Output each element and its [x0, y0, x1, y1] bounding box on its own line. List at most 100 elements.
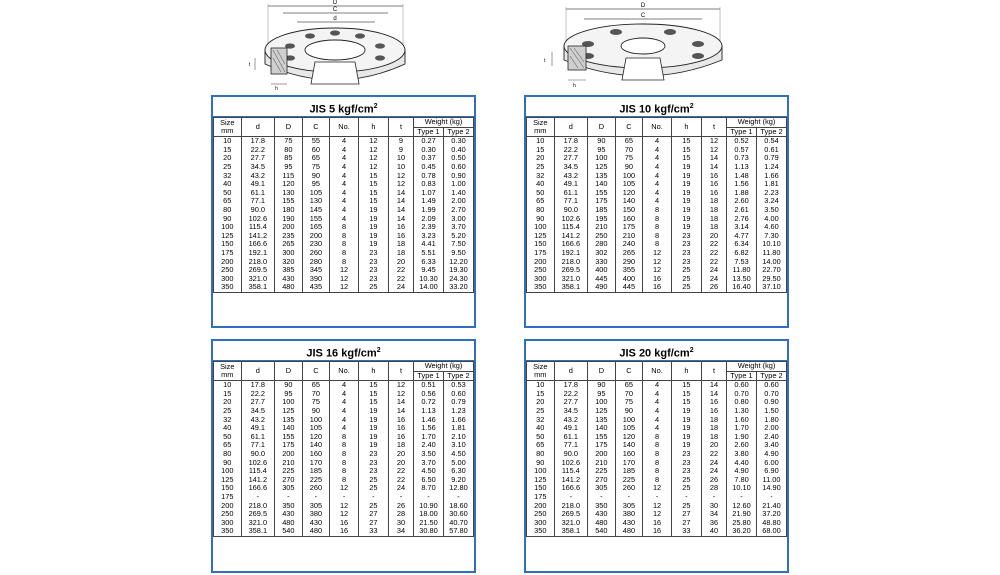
table-cell: 321.0 [553, 518, 589, 528]
dim-h-label: h [573, 83, 576, 89]
table-cell: 22.2 [553, 145, 589, 155]
table-cell: 6.90 [756, 467, 787, 476]
table-row: 175-------- [526, 492, 787, 502]
table-cell: 2.00 [443, 197, 474, 206]
table-cell: - [443, 492, 474, 502]
col-header-t: t [700, 360, 728, 382]
table-cell: 0.79 [443, 398, 474, 407]
table-cell: 4.90 [756, 449, 787, 459]
col-header-C: C [301, 360, 331, 382]
table-cell: 22 [700, 240, 728, 249]
table-cell: 17.8 [553, 380, 589, 390]
table-cell: 30.60 [443, 509, 474, 519]
table-cell: 350 [274, 501, 303, 511]
table-cell: 36.20 [726, 526, 757, 537]
table-cell: - [756, 492, 787, 502]
col-header-h: h [670, 116, 702, 138]
table-cell: 22 [700, 248, 728, 258]
table-cell: 27.7 [240, 398, 276, 407]
table-cell: 16 [700, 180, 728, 189]
col-header-D: D [587, 360, 616, 382]
table-cell: 358.1 [553, 526, 589, 537]
table-cell: 18 [387, 441, 415, 450]
table-cell: 480 [301, 526, 331, 537]
table-cell: 120 [274, 180, 303, 189]
table-cell: 430 [274, 509, 303, 519]
col-header-D: D [274, 360, 303, 382]
col-header-h: h [357, 360, 389, 382]
table-cell: 20 [700, 231, 728, 241]
table-cell: - [700, 492, 728, 502]
table-cell: 36 [700, 518, 728, 528]
table-cell: 5.20 [443, 231, 474, 241]
flange-drawing-right: D C t h [544, 3, 723, 89]
col-header-weight: Weight (kg) [726, 361, 787, 372]
table-cell: 0.61 [756, 145, 787, 155]
table-cell: 11.00 [756, 475, 787, 485]
table-cell: 358.1 [553, 282, 589, 293]
dim-C-label: C [333, 7, 338, 13]
table-cell: 18 [700, 205, 728, 215]
col-header-t: t [387, 360, 415, 382]
table-cell: 10.10 [756, 240, 787, 249]
table-cell: 14 [387, 188, 415, 198]
table-cell: 80 [274, 145, 303, 155]
col-header-no: No. [642, 360, 672, 382]
table-cell: 9 [387, 145, 415, 155]
table-title-superscript: 2 [376, 347, 381, 354]
table-cell: 115.4 [553, 223, 589, 232]
table-cell: 100 [274, 398, 303, 407]
table-cell: 1.80 [756, 415, 787, 425]
table-cell: 218.0 [553, 501, 589, 511]
table-cell: 102.6 [553, 458, 589, 468]
table-cell: 18 [700, 197, 728, 206]
table-cell: 125 [274, 406, 303, 416]
table-cell: 7.50 [443, 240, 474, 249]
table-cell: 12.20 [443, 257, 474, 267]
table-cell: 269.5 [553, 509, 589, 519]
col-header-weight: Weight (kg) [726, 117, 787, 128]
table-cell: 33 [357, 526, 389, 537]
col-header-type2: Type 2 [443, 126, 474, 138]
table-cell: 0.60 [443, 389, 474, 399]
table-cell: 269.5 [553, 265, 589, 275]
table-cell: 43.2 [240, 415, 276, 425]
table-cell: 20 [387, 257, 415, 267]
col-header-t: t [387, 116, 415, 138]
table-cell: 30.80 [413, 526, 444, 537]
table-cell: 7.30 [756, 231, 787, 241]
table-cell: 190 [274, 214, 303, 224]
table-cell: 12 [387, 180, 415, 189]
col-header-size-label: Size [220, 117, 235, 127]
table-cell: 18 [700, 223, 728, 232]
table-cell: 2.10 [443, 432, 474, 442]
table-cell: 18 [387, 240, 415, 249]
table-cell: 90 [274, 380, 303, 390]
col-header-h: h [670, 360, 702, 382]
table-cell: 14 [700, 154, 728, 163]
table-cell: 27.7 [553, 398, 589, 407]
